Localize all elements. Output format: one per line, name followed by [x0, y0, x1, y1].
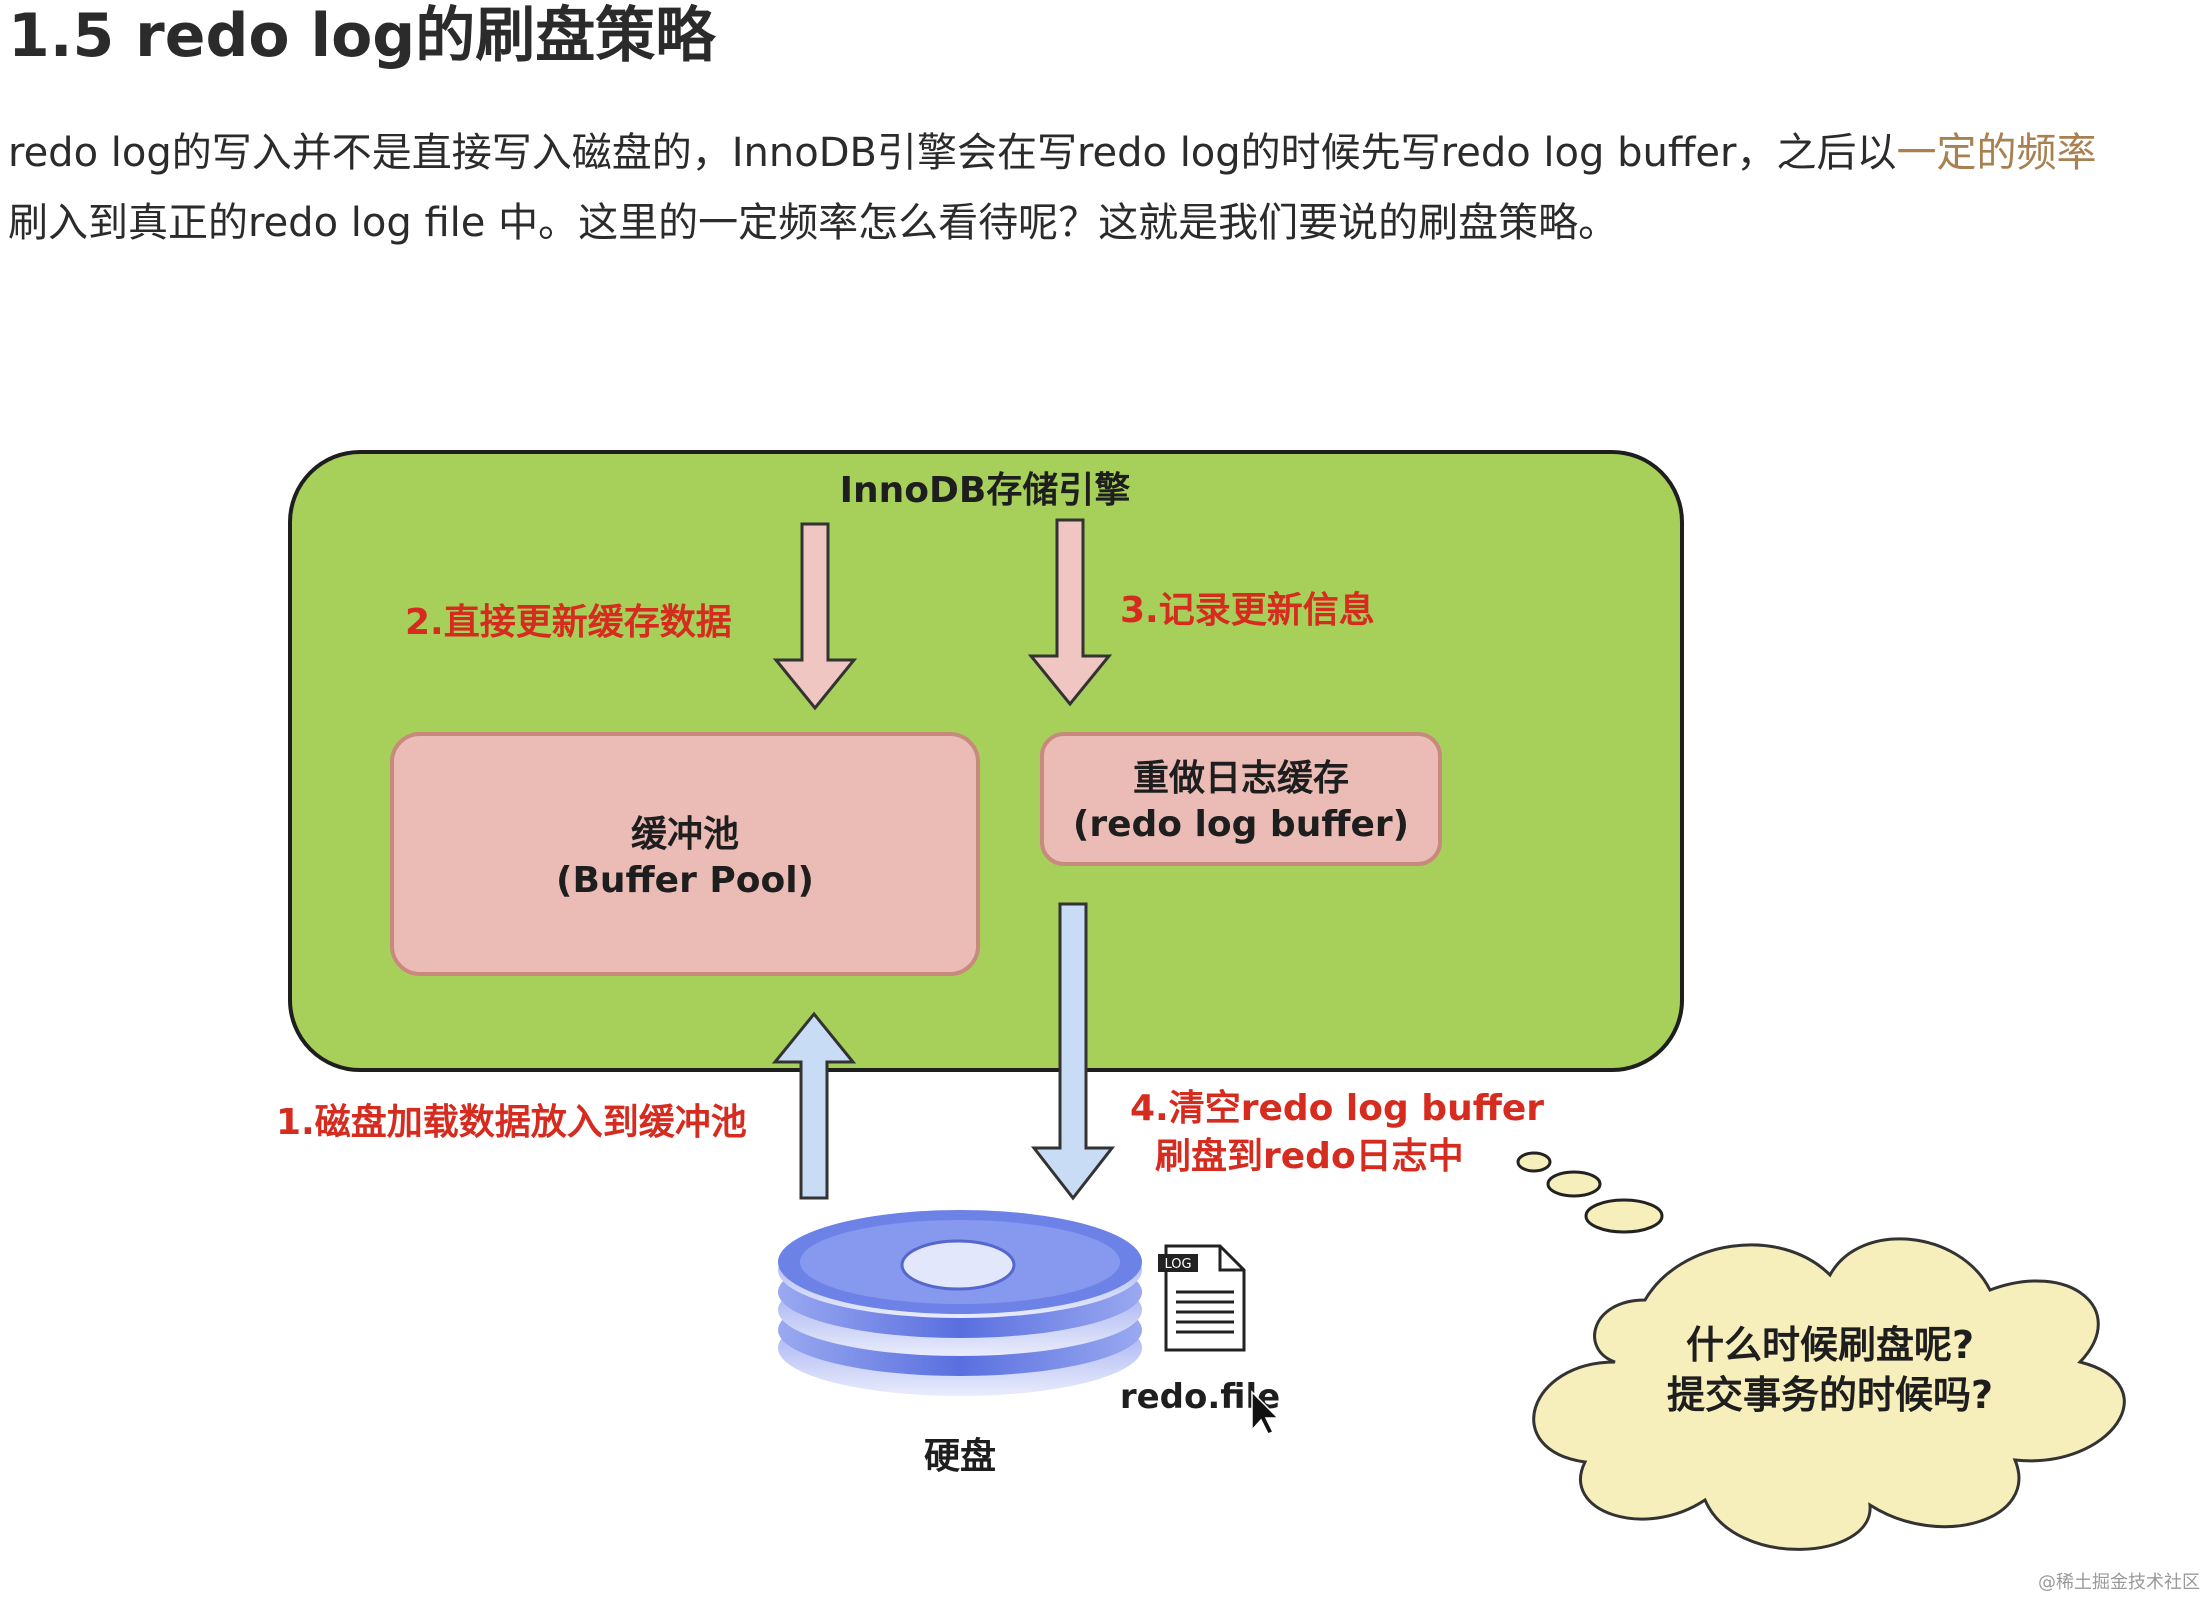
engine-title: InnoDB存储引擎: [840, 470, 1131, 511]
step4-label-line2: 刷盘到redo日志中: [1155, 1135, 1464, 1177]
disk-icon: [778, 1210, 1142, 1396]
buffer-pool-label-cn: 缓冲池: [631, 814, 739, 855]
arrow-update-cache: [772, 522, 858, 711]
step1-label: 1.磁盘加载数据放入到缓冲池: [276, 1101, 747, 1143]
mouse-cursor-icon: [1251, 1390, 1280, 1435]
buffer-pool-box: [390, 732, 980, 976]
redo-log-buffer-label-en: (redo log buffer): [1073, 804, 1409, 845]
page-heading: 1.5 redo log的刷盘策略: [8, 1, 716, 71]
paragraph-highlight: 一定的频率: [1896, 130, 2097, 176]
arrow-flush-to-disk: [1030, 902, 1116, 1201]
step4-label-line1: 4.清空redo log buffer: [1130, 1088, 1544, 1129]
redo-log-buffer-box: [1040, 732, 1442, 866]
arrow-record-update: [1027, 518, 1113, 707]
disk-label: 硬盘: [924, 1435, 996, 1477]
watermark: @稀土掘金技术社区: [2038, 1572, 2200, 1593]
paragraph-line-2: 刷入到真正的redo log file 中。这里的一定频率怎么看待呢？这就是我们…: [8, 200, 1619, 246]
step3-label: 3.记录更新信息: [1120, 590, 1375, 631]
paragraph-line-1-text: redo log的写入并不是直接写入磁盘的，InnoDB引擎会在写redo lo…: [8, 130, 1897, 176]
redo-log-buffer-label-cn: 重做日志缓存: [1133, 758, 1349, 799]
file-icon-tag: LOG: [1164, 1257, 1191, 1272]
thought-text-line2: 提交事务的时候吗?: [1667, 1373, 1993, 1417]
intro-paragraph: redo log的写入并不是直接写入磁盘的，InnoDB引擎会在写redo lo…: [8, 118, 2204, 258]
thought-dot-1: [1516, 1151, 1552, 1173]
thought-dot-2: [1546, 1170, 1602, 1198]
thought-cloud: [1532, 1237, 2126, 1551]
buffer-pool-label-en: (Buffer Pool): [556, 860, 814, 901]
log-file-icon: [1158, 1244, 1246, 1352]
thought-dot-3: [1584, 1198, 1664, 1234]
thought-text-line1: 什么时候刷盘呢?: [1686, 1323, 1974, 1367]
paragraph-line-1: redo log的写入并不是直接写入磁盘的，InnoDB引擎会在写redo lo…: [8, 118, 2204, 188]
arrow-load-from-disk: [771, 1011, 857, 1200]
step2-label: 2.直接更新缓存数据: [405, 602, 732, 643]
